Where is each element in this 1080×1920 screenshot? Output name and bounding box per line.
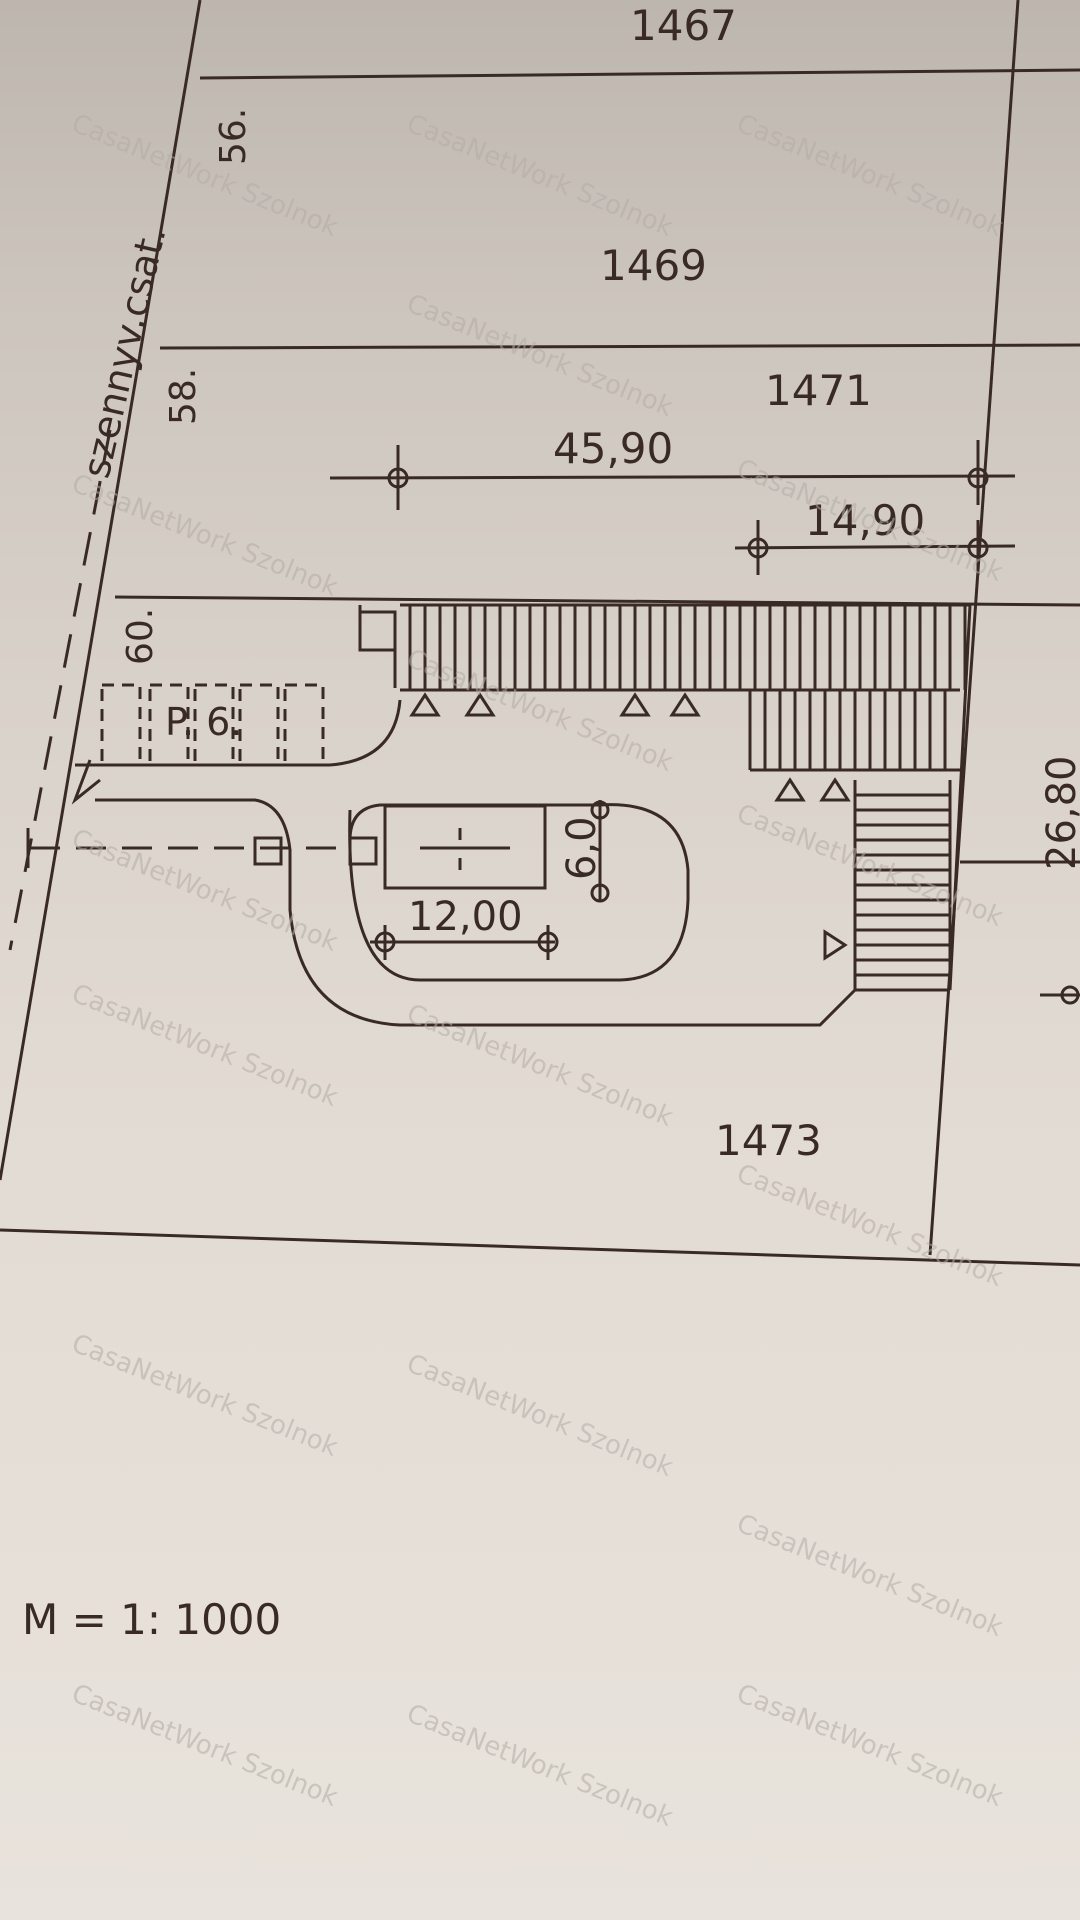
street-edge-line: [0, 0, 202, 1181]
driveway-upper-curve: [329, 699, 402, 767]
sewer-manhole-2: [348, 836, 378, 866]
watermark-text: CasaNetWork Szolnok: [402, 999, 677, 1133]
watermark-text: CasaNetWork Szolnok: [67, 109, 342, 243]
dimension-12-00-label: 12,00: [408, 894, 523, 940]
entrance-triangles: [409, 692, 851, 961]
street-number-58: 58.: [163, 368, 204, 425]
dimension-26-80-label: 26,80: [1039, 755, 1080, 870]
watermark-text: CasaNetWork Szolnok: [67, 1329, 342, 1463]
center-pavilion: [383, 804, 547, 890]
boundary-right-line: [928, 0, 1020, 1256]
watermark-text: CasaNetWork Szolnok: [67, 1679, 342, 1813]
sewer-label: szennyv.csat.: [74, 222, 175, 482]
dimension-14-90-label: 14,90: [805, 496, 925, 545]
building-outer-right: [948, 604, 972, 991]
dimension-45-90-label: 45,90: [553, 424, 673, 473]
watermark-text: CasaNetWork Szolnok: [732, 454, 1007, 588]
watermark-text: CasaNetWork Szolnok: [402, 289, 677, 423]
driveway-loop: [95, 798, 857, 1027]
watermark-text: CasaNetWork Szolnok: [402, 109, 677, 243]
canopy-hatching-top: [408, 605, 967, 690]
sewer-manhole-1: [253, 836, 283, 866]
parcel-1467-label: 1467: [630, 1, 737, 50]
scale-label: M = 1: 1000: [22, 1595, 282, 1644]
watermark-text: CasaNetWork Szolnok: [732, 1679, 1007, 1813]
watermark-text: CasaNetWork Szolnok: [67, 824, 342, 958]
watermark-text: CasaNetWork Szolnok: [732, 1509, 1007, 1643]
boundary-1469-1471: [159, 343, 1080, 350]
parcel-1471-label: 1471: [765, 366, 872, 415]
canopy-hatching-wing: [763, 690, 947, 770]
parcel-1469-label: 1469: [600, 241, 707, 290]
dimension-6-0-label: 6,0: [559, 816, 605, 880]
parcel-1473-label: 1473: [715, 1116, 822, 1165]
street-number-56: 56.: [213, 108, 254, 165]
watermark-text: CasaNetWork Szolnok: [402, 1349, 677, 1483]
watermark-text: CasaNetWork Szolnok: [402, 1699, 677, 1833]
building-left-notch: [358, 605, 397, 688]
watermark-text: CasaNetWork Szolnok: [67, 979, 342, 1113]
parking-entry-arrow: [71, 759, 101, 805]
roundabout-island: [348, 803, 690, 982]
dimension-markers: [374, 467, 1080, 1005]
pavilion-symbol: [420, 828, 510, 870]
boundary-1473-bottom: [0, 1228, 1080, 1267]
stair-hatching-side: [855, 793, 950, 977]
watermark-text: CasaNetWork Szolnok: [732, 799, 1007, 933]
street-number-60: 60.: [120, 608, 161, 665]
parking-label: P. 6.: [165, 700, 242, 744]
dim-line-45-90: [329, 474, 1016, 480]
building-entrance-box: [358, 610, 397, 652]
boundary-1467-1469: [199, 68, 1080, 80]
sewer-line-dashed: [8, 429, 112, 951]
watermark-text: CasaNetWork Szolnok: [732, 1159, 1007, 1293]
watermark-text: CasaNetWork Szolnok: [732, 109, 1007, 243]
